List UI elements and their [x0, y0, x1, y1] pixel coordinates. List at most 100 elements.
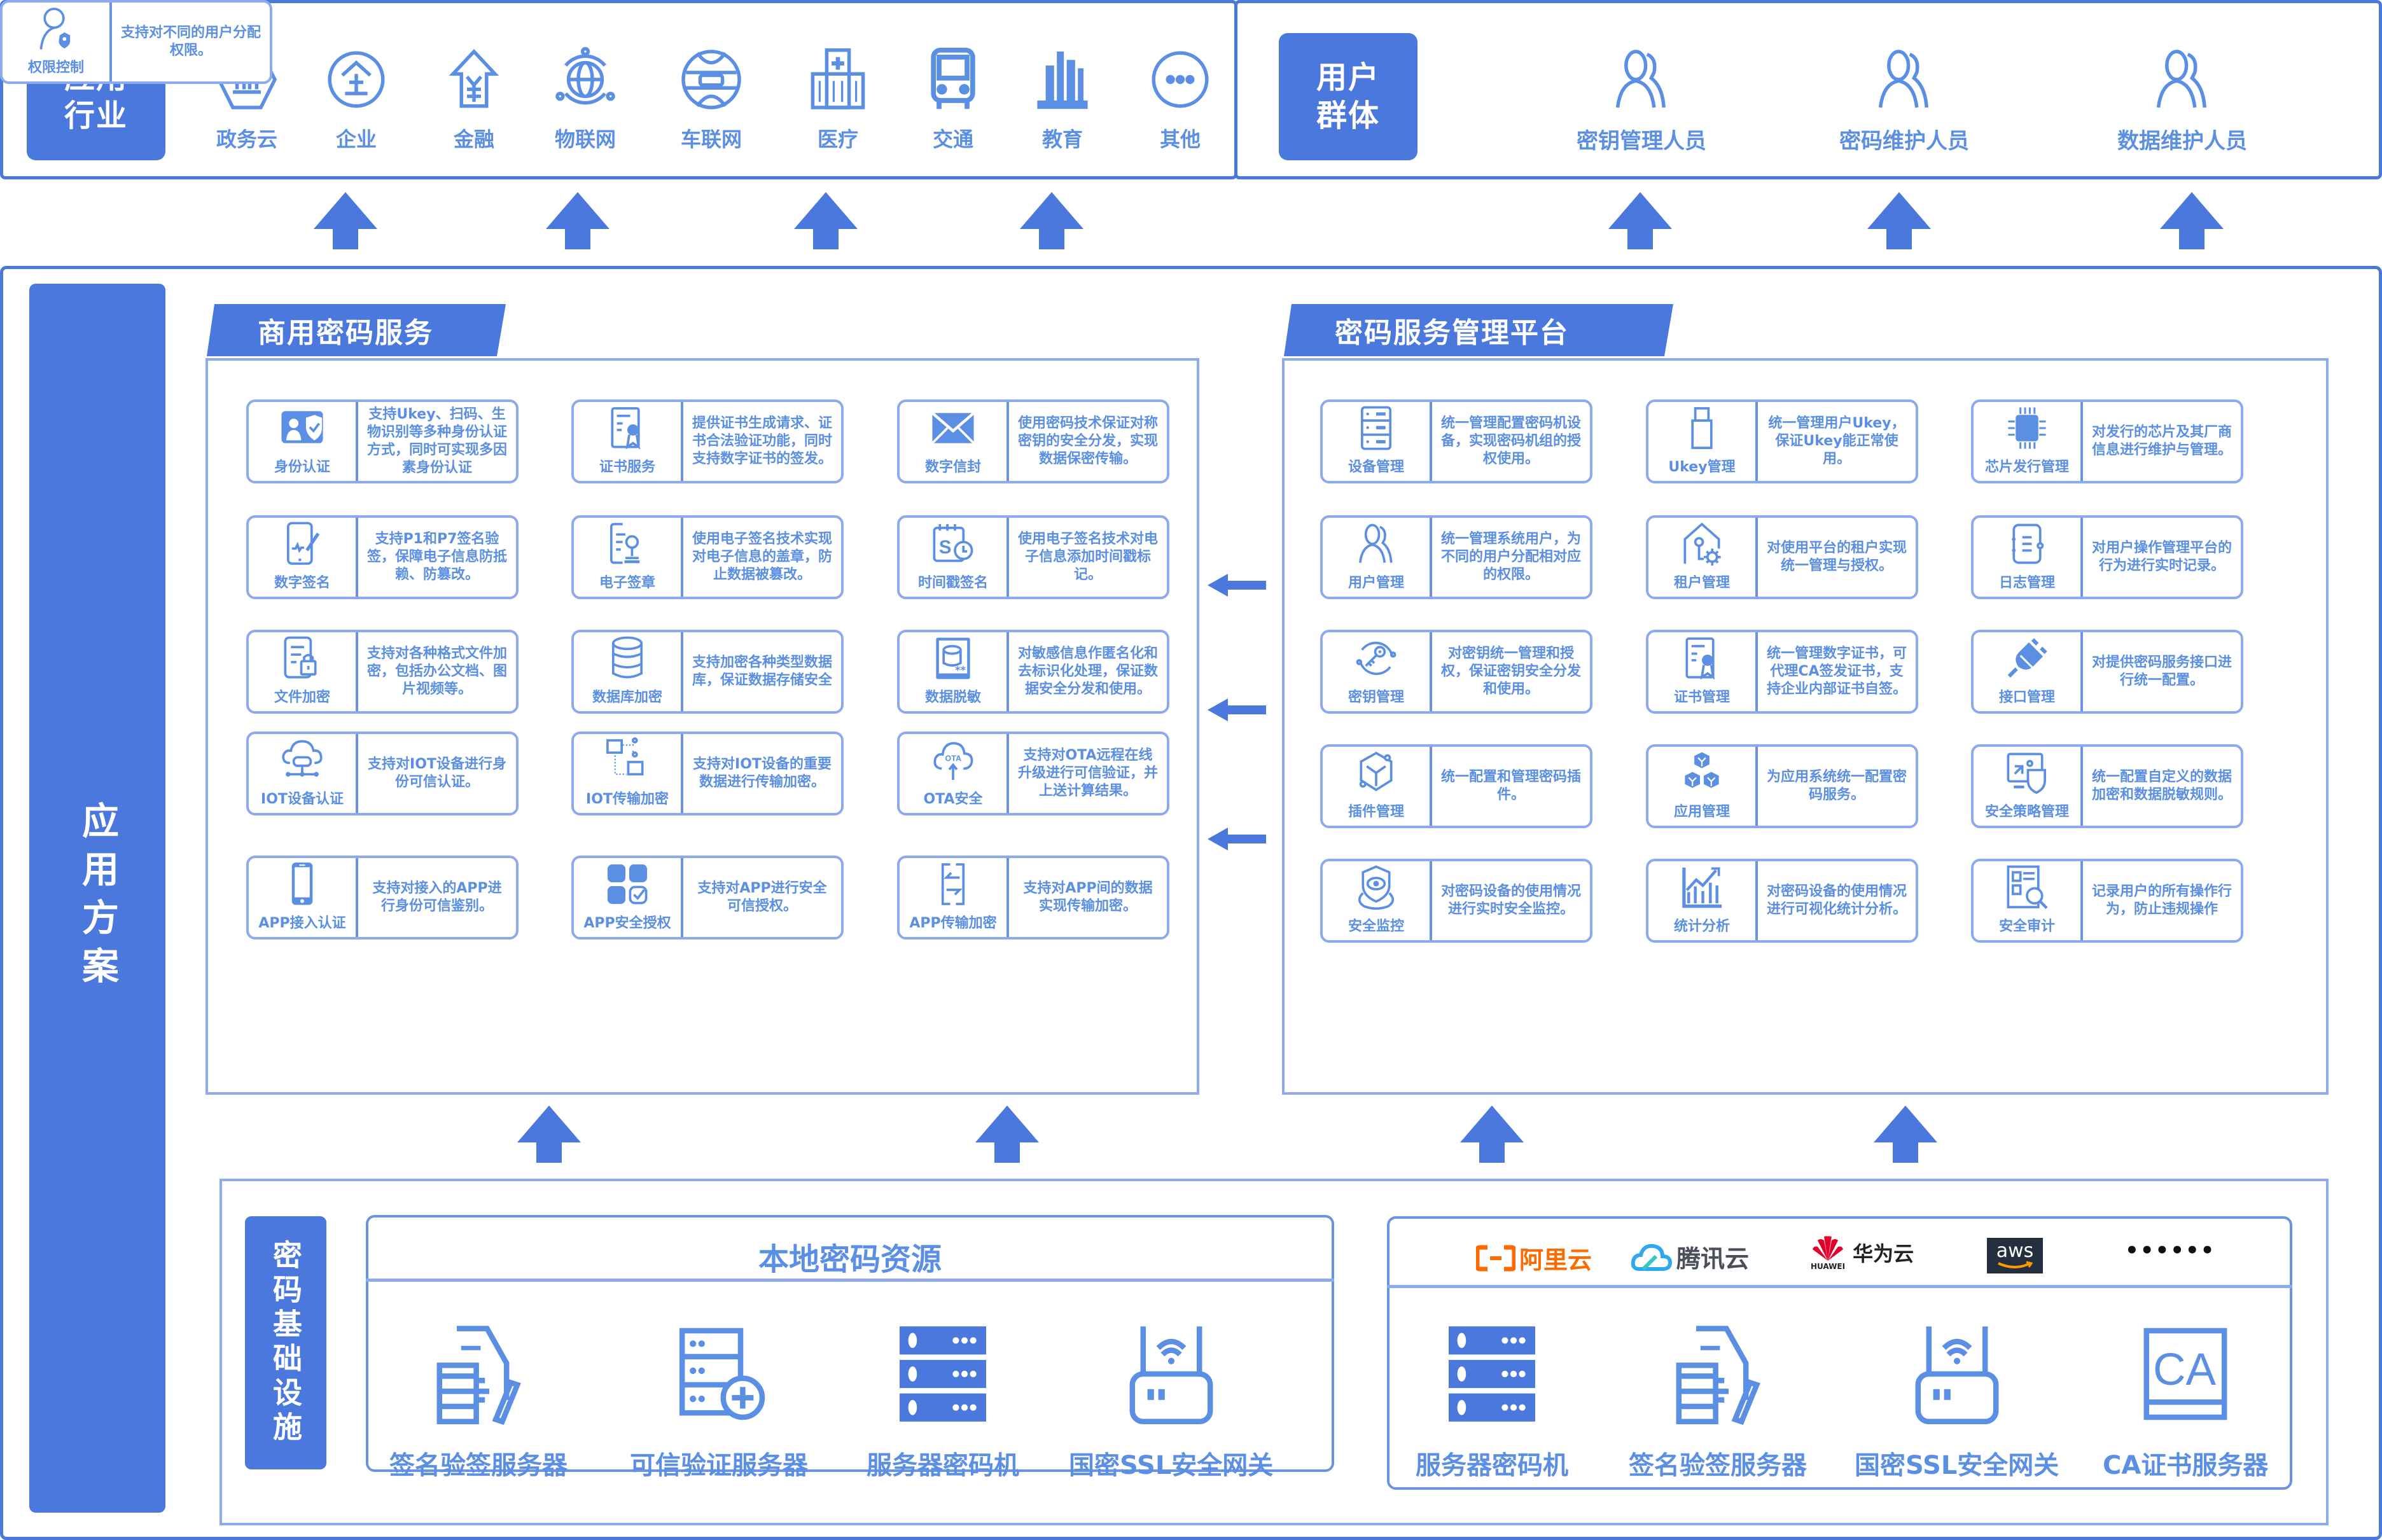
service-card[interactable]: APP安全授权支持对APP进行安全可信授权。	[571, 856, 844, 940]
resource-item[interactable]: 服务器密码机	[1416, 1320, 1568, 1481]
card-desc: 支持对IOT设备的重要数据进行传输加密。	[693, 756, 832, 790]
industry-title-line2: 行业	[64, 98, 128, 134]
service-card[interactable]: 统计分析对密码设备的使用情况进行可视化统计分析。	[1646, 859, 1918, 943]
industry-label: 其他	[1159, 127, 1201, 151]
chip-icon	[2008, 407, 2046, 449]
industry-item-transport[interactable]: 交通	[902, 45, 1004, 153]
more-dots-icon: ••••••	[2125, 1238, 2216, 1263]
card-desc: 使用电子签名技术对电子信息添加时间戳标记。	[1018, 531, 1159, 583]
resource-item[interactable]: 签名验签服务器	[389, 1320, 568, 1481]
industry-item-medical[interactable]: 医疗	[787, 45, 889, 153]
industry-label: 医疗	[817, 127, 858, 151]
card-icon-cell: APP安全授权	[574, 858, 683, 937]
resource-label: 签名验签服务器	[1629, 1451, 1807, 1480]
service-card[interactable]: 用户管理统一管理系统用户，为不同的用户分配相对应的权限。	[1320, 515, 1592, 599]
sign-server-icon	[436, 1326, 521, 1426]
user-group-title-line1: 用户	[1316, 60, 1380, 95]
user-item-data-maintainer[interactable]: 数据维护人员	[2087, 45, 2278, 155]
cloud-provider-label: aws	[1996, 1240, 2034, 1262]
phone-icon	[291, 862, 313, 905]
industry-item-education[interactable]: 教育	[1012, 45, 1113, 153]
iot-icon	[555, 46, 615, 105]
industry-item-other[interactable]: 其他	[1129, 45, 1231, 153]
tablet-signature-icon	[286, 522, 320, 565]
svg-text:OTA: OTA	[945, 754, 961, 763]
service-card[interactable]: 接口管理对提供密码服务接口进行统一配置。	[1971, 630, 2243, 714]
up-arrow-icon	[1874, 1106, 1937, 1163]
user-item-key-admin[interactable]: 密钥管理人员	[1546, 45, 1737, 155]
service-card[interactable]: 租户管理对使用平台的租户实现统一管理与授权。	[1646, 515, 1918, 599]
service-card[interactable]: 数据库加密支持加密各种类型数据库，保证数据存储安全	[571, 630, 844, 714]
card-icon-cell: 安全监控	[1323, 861, 1432, 940]
service-card[interactable]: 插件管理统一配置和管理密码插件。	[1320, 744, 1592, 828]
service-card[interactable]: 证书服务提供证书生成请求、证书合法验证功能，同时支持数字证书的签发。	[571, 399, 844, 483]
service-card[interactable]: 安全监控对密码设备的使用情况进行实时安全监控。	[1320, 859, 1592, 943]
card-icon-cell: 安全审计	[1974, 861, 2083, 940]
service-card[interactable]: 安全策略管理统一配置自定义的数据加密和数据脱敏规则。	[1971, 744, 2243, 828]
industry-item-vehicle-network[interactable]: 车联网	[660, 45, 762, 153]
card-name: APP传输加密	[909, 915, 997, 931]
service-card[interactable]: 文件加密支持对各种格式文件加密，包括办公文档、图片视频等。	[246, 630, 519, 714]
service-card[interactable]: Ukey管理统一管理用户Ukey，保证Ukey能正常使用。	[1646, 399, 1918, 483]
user-label: 密钥管理人员	[1577, 128, 1706, 154]
tenant-house-gear-icon	[1683, 522, 1721, 566]
timestamp-icon: S	[933, 524, 973, 562]
user-item-crypto-maintainer[interactable]: 密码维护人员	[1809, 45, 2000, 155]
ca-server-icon: CA	[2143, 1328, 2227, 1420]
service-card[interactable]: 电子签章使用电子签名技术实现对电子信息的盖章，防止数据被篡改。	[571, 515, 844, 599]
card-desc: 统一配置自定义的数据加密和数据脱敏规则。	[2092, 769, 2232, 803]
service-card[interactable]: IOT传输加密支持对IOT设备的重要数据进行传输加密。	[571, 732, 844, 815]
resource-item[interactable]: 服务器密码机	[867, 1320, 1019, 1481]
card-icon-cell: 密钥管理	[1323, 632, 1432, 711]
resource-item[interactable]: 可信验证服务器	[630, 1320, 808, 1481]
service-card[interactable]: 数字签名支持P1和P7签名验签，保障电子信息防抵赖、防篡改。	[246, 515, 519, 599]
usb-key-icon	[1691, 407, 1713, 449]
industry-item-enterprise[interactable]: 企业	[305, 45, 407, 153]
app-solution-sidebar: 应用方案	[29, 284, 165, 1513]
commercial-service-title: 商用密码服务	[258, 317, 433, 349]
service-card[interactable]: 设备管理统一管理配置密码机设备，实现密码机组的授权使用。	[1320, 399, 1592, 483]
enterprise-icon	[328, 51, 385, 108]
resource-label: CA证书服务器	[2103, 1451, 2269, 1480]
card-name: 安全审计	[1998, 919, 2055, 934]
service-card[interactable]: APP传输加密支持对APP间的数据实现传输加密。	[897, 856, 1169, 940]
service-card[interactable]: 安全审计记录用户的所有操作行为，防止违规操作	[1971, 859, 2243, 943]
card-icon-cell: 身份认证	[249, 402, 358, 481]
service-card[interactable]: 日志管理对用户操作管理平台的行为进行实时记录。	[1971, 515, 2243, 599]
service-card[interactable]: **数据脱敏对敏感信息作匿名化和去标识化处理，保证数据安全分发和使用。	[897, 630, 1169, 714]
service-card[interactable]: 应用管理为应用系统统一配置密码服务。	[1646, 744, 1918, 828]
certificate-icon	[611, 407, 641, 450]
industry-item-iot[interactable]: 物联网	[534, 45, 636, 153]
service-card[interactable]: 数字信封使用密码技术保证对称密钥的安全分发，实现数据保密传输。	[897, 399, 1169, 483]
chart-trend-icon	[1682, 867, 1722, 908]
industry-item-finance[interactable]: 金融	[423, 45, 525, 153]
resource-item[interactable]: 国密SSL安全网关	[1855, 1320, 2059, 1481]
finance-icon	[449, 48, 499, 108]
app-solution-title: 应用方案	[76, 801, 119, 995]
card-name: 芯片发行管理	[1984, 459, 2069, 475]
card-icon-cell: 租户管理	[1648, 518, 1758, 597]
service-card[interactable]: 芯片发行管理对发行的芯片及其厂商信息进行维护与管理。	[1971, 399, 2243, 483]
service-card[interactable]: 密钥管理对密钥统一管理和授权，保证密钥安全分发和使用。	[1320, 630, 1592, 714]
card-desc: 支持对IOT设备进行身份可信认证。	[368, 756, 506, 790]
resource-item[interactable]: CA CA证书服务器	[2103, 1320, 2268, 1481]
cloud-provider-more: ••••••	[2125, 1238, 2215, 1263]
up-arrow-icon	[1460, 1106, 1524, 1163]
service-card[interactable]: IOT设备认证支持对IOT设备进行身份可信认证。	[246, 732, 519, 815]
cloud-provider-aws: aws	[1987, 1238, 2043, 1273]
service-card[interactable]: APP接入认证支持对接入的APP进行身份可信鉴别。	[246, 856, 519, 940]
industry-label: 物联网	[554, 127, 616, 151]
service-card[interactable]: 身份认证支持Ukey、扫码、生物识别等多种身份认证方式，同时可实现多因素身份认证	[246, 399, 519, 483]
users-icon	[1359, 524, 1393, 563]
audit-search-icon	[2007, 865, 2048, 910]
service-card[interactable]: 证书管理统一管理数字证书，可代理CA签发证书，支持企业内部证书自签。	[1646, 630, 1918, 714]
resource-item[interactable]: 国密SSL安全网关	[1069, 1320, 1273, 1481]
transfer-arrows-icon	[941, 863, 965, 905]
card-desc: 对使用平台的租户实现统一管理与授权。	[1767, 540, 1907, 574]
resource-item[interactable]: 签名验签服务器	[1629, 1320, 1807, 1481]
industry-label: 企业	[335, 127, 377, 151]
card-desc: 对密钥统一管理和授权，保证密钥安全分发和使用。	[1441, 646, 1582, 697]
service-card[interactable]: 权限控制支持对不同的用户分配权限。	[0, 0, 272, 84]
